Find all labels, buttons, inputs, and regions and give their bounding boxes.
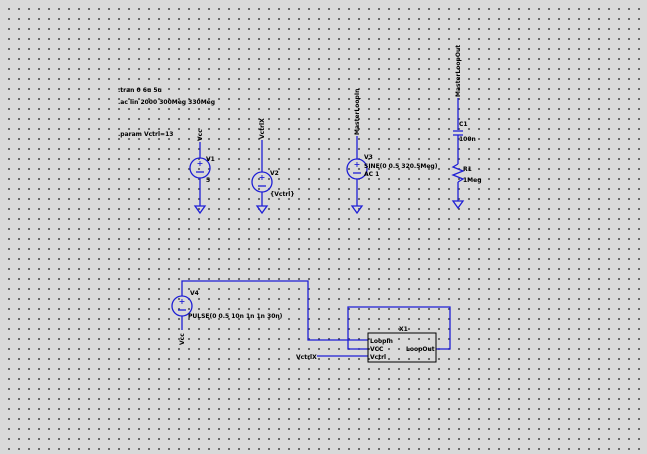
svg-text:+: + [179, 297, 186, 306]
v3-value-line1: SINE(0 0.5 320.5Meg) [364, 163, 438, 170]
v3-name: V3 [364, 154, 373, 161]
x1-pin-loopin: LoopIn [370, 338, 393, 345]
ac-directive[interactable]: .ac lin 2000 300Meg 330Meg [118, 99, 215, 106]
v4-name: V4 [190, 290, 199, 297]
tran-directive[interactable]: .tran 0 6u 5u [118, 87, 162, 94]
svg-text:+: + [259, 173, 266, 182]
r1-name: R1 [463, 166, 472, 173]
v3-net-label: MasterLoopIn [354, 89, 361, 135]
r1-zigzag [451, 163, 465, 183]
v1-net-label: Vcc [197, 129, 204, 141]
c1-r1-branch[interactable]: MasterLoopOut C1 100n R1 1Meg [451, 45, 482, 210]
ground-symbol [193, 205, 207, 215]
v2-name: V2 [270, 170, 279, 177]
v4-to-loopin-wire [181, 280, 368, 341]
v4-source[interactable]: + Vcc V4 PULSE(0 0.5 10n 1n 1n 30n) [171, 280, 368, 345]
vctrlx-net-label: VctrlX [296, 354, 317, 361]
c1-value: 100n [459, 136, 476, 143]
x1-body [367, 332, 437, 363]
v2-source[interactable]: + VctrlX V2 {Vctrl} [251, 118, 295, 215]
svg-text:+: + [197, 159, 204, 168]
x1-subcircuit[interactable]: X1 LoopIn VCC Vctrl LoopOut VctrlX [296, 306, 451, 363]
x1-name: X1 [399, 326, 408, 333]
ground-symbol [451, 200, 465, 210]
v4-value: PULSE(0 0.5 10n 1n 1n 30n) [188, 313, 283, 320]
v2-net-label: VctrlX [259, 118, 266, 139]
ground-symbol [350, 205, 364, 215]
c1-net-label: MasterLoopOut [455, 45, 462, 97]
x1-pin-loopout: LoopOut [406, 346, 435, 353]
x1-pin-vctrl: Vctrl [370, 354, 386, 361]
x1-pin-vcc: VCC [370, 346, 384, 353]
c1-name: C1 [459, 121, 468, 128]
v2-value: {Vctrl} [270, 191, 295, 198]
v1-value: 5 [206, 177, 210, 184]
r1-value: 1Meg [463, 177, 482, 184]
v4-net-label: Vcc [179, 333, 186, 345]
param-directive[interactable]: .param Vctrl=13 [118, 131, 173, 138]
v1-name: V1 [206, 156, 215, 163]
v1-source[interactable]: + Vcc V1 5 [189, 129, 215, 215]
v3-source[interactable]: + MasterLoopIn V3 SINE(0 0.5 320.5Meg) A… [346, 89, 438, 215]
v3-value-line2: AC 1 [364, 171, 379, 178]
ground-symbol [255, 205, 269, 215]
svg-text:+: + [354, 160, 361, 169]
feedback-loop-wire [347, 306, 451, 350]
